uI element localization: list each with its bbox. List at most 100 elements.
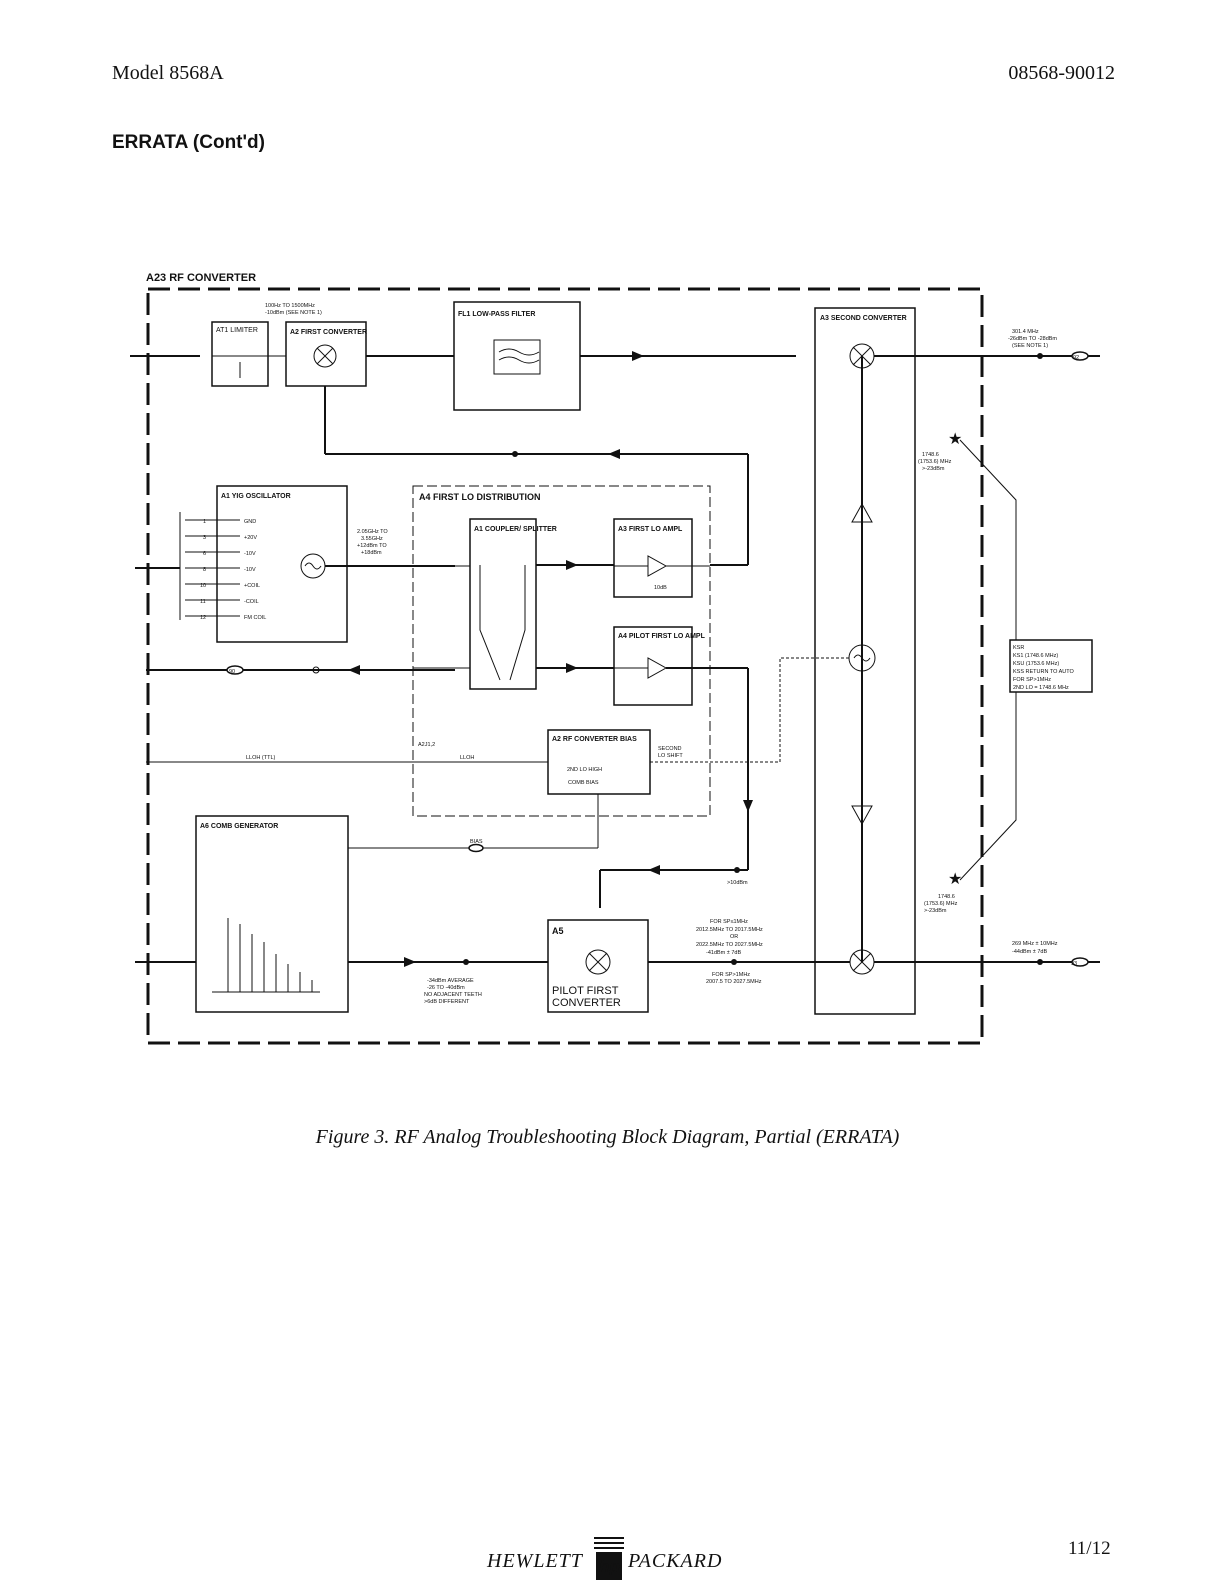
out-269: 269 MHz ± 10MHz: [1012, 941, 1058, 947]
section-title: ERRATA (Cont'd): [112, 132, 265, 153]
lloh-ttl: LLOH (TTL): [246, 755, 276, 761]
svg-text:GND: GND: [244, 519, 256, 525]
a6-comb-block: [195, 815, 349, 1013]
pilot-in: 2022.5MHz TO 2027.5MHz: [696, 942, 763, 948]
svg-text:1: 1: [203, 519, 206, 525]
footer-packard: PACKARD: [628, 1550, 723, 1572]
out-302-freq: 301.4 MHz: [1012, 329, 1039, 335]
node-93: 93: [1071, 961, 1077, 967]
star-icon: ★: [948, 871, 962, 888]
comb-out: NO ADJACENT TEETH: [424, 992, 482, 998]
a1-yig-label: A1 YIG OSCILLATOR: [221, 493, 291, 500]
yig-range: 3.55GHz: [361, 536, 383, 542]
pilot-in: -41dBm ± 7dB: [706, 950, 741, 956]
svg-text:hp: hp: [599, 1557, 620, 1576]
upper-star-freq2: (1753.6) MHz: [918, 459, 952, 465]
a5-name-line1: PILOT FIRST: [552, 985, 619, 997]
a2-bias-label: A2 RF CONVERTER BIAS: [552, 736, 637, 743]
svg-text:-COIL: -COIL: [244, 599, 259, 605]
yig-range: +12dBm TO: [357, 543, 387, 549]
a5-pilot-block: [547, 919, 649, 1013]
comb-out: -26 TO -40dBm: [427, 985, 465, 991]
second-lo-shift: SECOND: [658, 746, 682, 752]
fl1-filter-block: [453, 301, 581, 411]
ksr-line: KSS RETURN TO AUTO: [1013, 669, 1075, 675]
mixer-icon: [313, 344, 337, 368]
node-92: 92: [1073, 355, 1079, 361]
a5-name-line2: CONVERTER: [552, 997, 621, 1009]
mixer-icon: [585, 949, 611, 975]
yig-range: 2.05GHz TO: [357, 529, 388, 535]
input-level: -10dBm (SEE NOTE 1): [265, 310, 322, 316]
a2j12: A2J1,2: [418, 742, 435, 748]
upper-star-level: >-23dBm: [922, 466, 945, 472]
lower-star-freq2: (1753.6) MHz: [924, 901, 958, 907]
fl1-label: FL1 LOW-PASS FILTER: [458, 311, 535, 318]
at1-label: AT1 LIMITER: [216, 327, 258, 334]
lo-high: 2ND LO HIGH: [567, 767, 602, 773]
page-number: 11/12: [1068, 1538, 1111, 1559]
lo-ampl-gain: 10dB: [654, 585, 667, 591]
ksr-line: KS1 (1748.6 MHz): [1013, 653, 1058, 659]
node-90: 90: [229, 669, 235, 675]
star-icon: ★: [948, 431, 962, 448]
a3-lo-ampl-label: A3 FIRST LO AMPL: [618, 526, 683, 533]
yig-pins: GND +20V -10V -10V +COIL -COIL FM COIL 1…: [200, 519, 266, 621]
document-number: 08568-90012: [1008, 62, 1115, 84]
hp-logo-icon: hp: [594, 1537, 624, 1580]
a3-label: A3 SECOND CONVERTER: [820, 315, 907, 322]
a5-label: A5: [552, 926, 564, 936]
comb-spectrum-icon: [212, 918, 320, 993]
a4-distribution-block: [412, 485, 711, 817]
a3-lo-ampl-block: [613, 518, 693, 598]
a2-first-converter-block: [285, 321, 367, 387]
out-302-level: -26dBm TO -28dBm: [1008, 336, 1057, 342]
ksr-note-box: [1009, 639, 1093, 693]
svg-text:12: 12: [200, 615, 206, 621]
out-302-note: (SEE NOTE 1): [1012, 343, 1048, 349]
svg-text:+COIL: +COIL: [244, 583, 260, 589]
svg-text:8: 8: [203, 567, 206, 573]
gt-10dbm: >10dBm: [727, 880, 748, 886]
pilot-in: FOR SP>1MHz: [712, 972, 750, 978]
bias-label: BIAS: [470, 839, 483, 845]
pilot-in: OR: [730, 934, 738, 940]
svg-text:6: 6: [203, 551, 206, 557]
figure-caption: Figure 3. RF Analog Troubleshooting Bloc…: [315, 1126, 900, 1148]
outer-title: A23 RF CONVERTER: [146, 272, 256, 284]
comb-bias: COMB BIAS: [568, 780, 599, 786]
amplifier-up-icon: [851, 502, 873, 523]
input-range: 100Hz TO 1500MHz: [265, 303, 315, 309]
svg-text:-10V: -10V: [244, 551, 256, 557]
a1-coupler-label: A1 COUPLER/ SPLITTER: [474, 526, 557, 533]
a4-label: A4 FIRST LO DISTRIBUTION: [419, 492, 541, 502]
upper-star-freq: 1748.6: [922, 452, 939, 458]
amplifier-down-icon: [851, 805, 873, 826]
model-label: Model 8568A: [112, 62, 224, 84]
svg-text:10: 10: [200, 583, 206, 589]
a6-label: A6 COMB GENERATOR: [200, 823, 278, 830]
lower-star-freq: 1748.6: [938, 894, 955, 900]
comb-out: >6dB DIFFERENT: [424, 999, 470, 1005]
pilot-in: 2012.5MHz TO 2017.5MHz: [696, 927, 763, 933]
yig-range: +18dBm: [361, 550, 382, 556]
a23-border: [146, 287, 984, 1045]
ksr-line: KSR: [1013, 645, 1024, 651]
a1-yig-block: [216, 485, 348, 643]
lower-star-level: >-23dBm: [924, 908, 947, 914]
a4-pilot-block: [613, 626, 693, 706]
ksr-line: 2ND LO = 1748.6 MHz: [1013, 685, 1069, 691]
pilot-in: FOR SP≤1MHz: [710, 919, 748, 925]
svg-text:3: 3: [203, 535, 206, 541]
a2-label: A2 FIRST CONVERTER: [290, 329, 367, 336]
svg-text:FM COIL: FM COIL: [244, 615, 266, 621]
pilot-in: 2007.5 TO 2027.5MHz: [706, 979, 762, 985]
footer-hewlett: HEWLETT: [487, 1550, 583, 1572]
svg-text:11: 11: [200, 599, 206, 605]
second-lo-shift: LO SHIFT: [658, 753, 683, 759]
lloh: LLOH: [460, 755, 474, 761]
a4-pilot-label: A4 PILOT FIRST LO AMPL: [618, 633, 706, 640]
comb-out: -34dBm AVERAGE: [427, 978, 474, 984]
out-269: -44dBm ± 7dB: [1012, 949, 1047, 955]
